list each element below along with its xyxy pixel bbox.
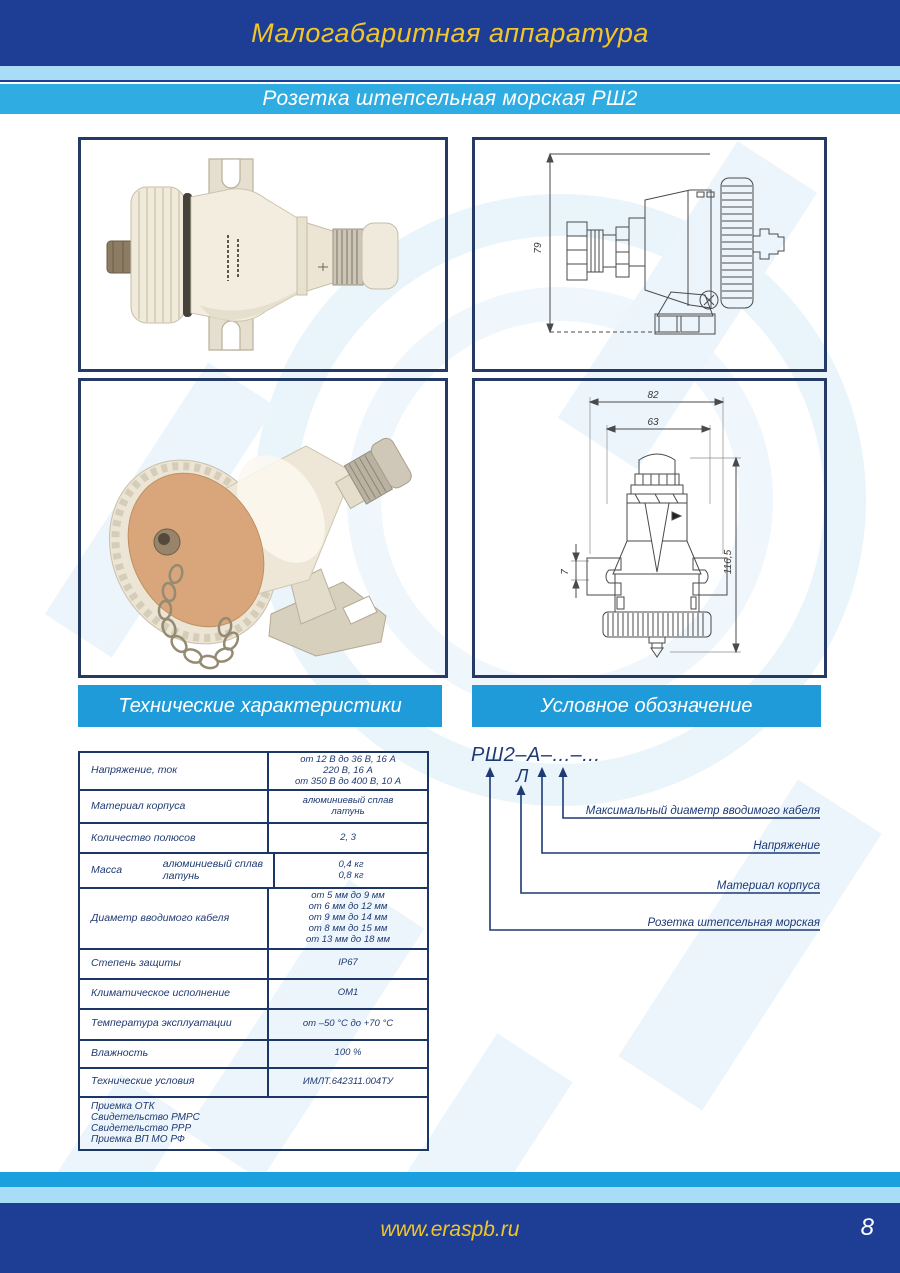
product-photo-side: [106, 158, 399, 351]
designation-section-title: Условное обозначение: [540, 694, 753, 717]
row-label-sub: алюминиевый сплав латунь: [162, 858, 263, 882]
designation-label-type: Розетка штепсельная морская: [648, 917, 821, 929]
product-photo-panel-side: [78, 137, 448, 372]
technical-drawing-side-panel: 79: [472, 137, 827, 372]
row-value: алюминиевый сплав латунь: [267, 791, 427, 823]
designation-diagram: Максимальный диаметр вводимого кабеля На…: [485, 767, 821, 931]
row-value: от 12 В до 36 В, 16 А 220 В, 16 А от 350…: [267, 753, 427, 790]
designation-code-alt: Л: [516, 766, 529, 786]
dim-front-inner-width: 63: [647, 417, 659, 428]
table-row: Количество полюсов 2, 3: [80, 822, 427, 853]
technical-drawing-front-panel: 82 63 116,5 7: [472, 378, 827, 678]
row-label: Материал корпуса: [91, 800, 186, 813]
acceptance-note: Приемка ОТК Свидетельство РМРС Свидетель…: [91, 1101, 200, 1146]
dim-front-width: 82: [647, 390, 659, 401]
table-row: Степень защиты IP67: [80, 947, 427, 978]
designation-section-header: Условное обозначение: [472, 685, 821, 727]
row-value: IP67: [267, 949, 427, 978]
product-title: Розетка штепсельная морская РШ2: [262, 87, 638, 110]
table-row: Влажность 100 %: [80, 1038, 427, 1067]
page-footer-bar: [0, 1203, 900, 1273]
row-label: Степень защиты: [91, 956, 181, 969]
specs-table: Напряжение, ток от 12 В до 36 В, 16 А 22…: [78, 751, 429, 1151]
row-value: от –50 °С до +70 °С: [267, 1009, 427, 1039]
row-label: Температура эксплуатации: [91, 1017, 232, 1030]
dim-side-height: 79: [533, 242, 544, 254]
product-photo-panel-angled: [78, 378, 448, 678]
table-row: Температура эксплуатации от –50 °С до +7…: [80, 1007, 427, 1039]
product-photo-angled: [108, 437, 412, 670]
page-header-bar: Малогабаритная аппаратура: [0, 0, 900, 66]
page-header-title: Малогабаритная аппаратура: [251, 17, 649, 48]
dim-front-flange: 7: [560, 569, 571, 575]
designation-label-material: Материал корпуса: [717, 880, 820, 892]
dim-front-height: 116,5: [723, 549, 734, 574]
header-stripe: [0, 66, 900, 82]
product-title-bar: Розетка штепсельная морская РШ2: [0, 84, 900, 114]
table-row: Масса алюминиевый сплав латунь 0,4 кг 0,…: [80, 852, 427, 888]
row-label: Количество полюсов: [91, 831, 196, 844]
row-value: 2, 3: [267, 824, 427, 853]
footer-website-link[interactable]: www.eraspb.ru: [380, 1218, 520, 1241]
row-label: Технические условия: [91, 1075, 195, 1088]
row-label: Напряжение, ток: [91, 764, 178, 777]
designation-label-voltage: Напряжение: [753, 840, 820, 852]
row-label: Масса алюминиевый сплав латунь: [80, 854, 273, 887]
specs-section-title: Технические характеристики: [118, 694, 402, 717]
row-label: Климатическое исполнение: [91, 986, 231, 999]
row-value: ИМЛТ.642311.004ТУ: [267, 1068, 427, 1096]
footer-stripe-light: [0, 1187, 900, 1203]
row-label: Диаметр вводимого кабеля: [91, 911, 230, 924]
page-number: 8: [860, 1214, 874, 1241]
row-label: Влажность: [91, 1046, 149, 1059]
designation-code: РШ2–А–...–...: [471, 744, 601, 766]
table-row: Климатическое исполнение ОМ1: [80, 977, 427, 1008]
specs-section-header: Технические характеристики: [78, 685, 442, 727]
row-value: ОМ1: [267, 979, 427, 1008]
technical-drawing-side: 79: [533, 152, 785, 335]
row-value: 0,4 кг 0,8 кг: [273, 854, 427, 888]
row-label-main: Масса: [91, 864, 123, 877]
table-row: Технические условия ИМЛТ.642311.004ТУ: [80, 1066, 427, 1096]
table-row: Напряжение, ток от 12 В до 36 В, 16 А 22…: [80, 753, 427, 790]
designation-label-cable: Максимальный диаметр вводимого кабеля: [586, 805, 820, 817]
row-value: 100 %: [267, 1040, 427, 1067]
table-row: Материал корпуса алюминиевый сплав латун…: [80, 789, 427, 823]
table-acceptance-row: Приемка ОТК Свидетельство РМРС Свидетель…: [80, 1095, 427, 1149]
footer-stripe-bright: [0, 1172, 900, 1187]
row-value: от 5 мм до 9 мм от 6 мм до 12 мм от 9 мм…: [267, 889, 427, 948]
table-row: Диаметр вводимого кабеля от 5 мм до 9 мм…: [80, 887, 427, 948]
technical-drawing-front: 82 63 116,5 7: [560, 390, 741, 658]
